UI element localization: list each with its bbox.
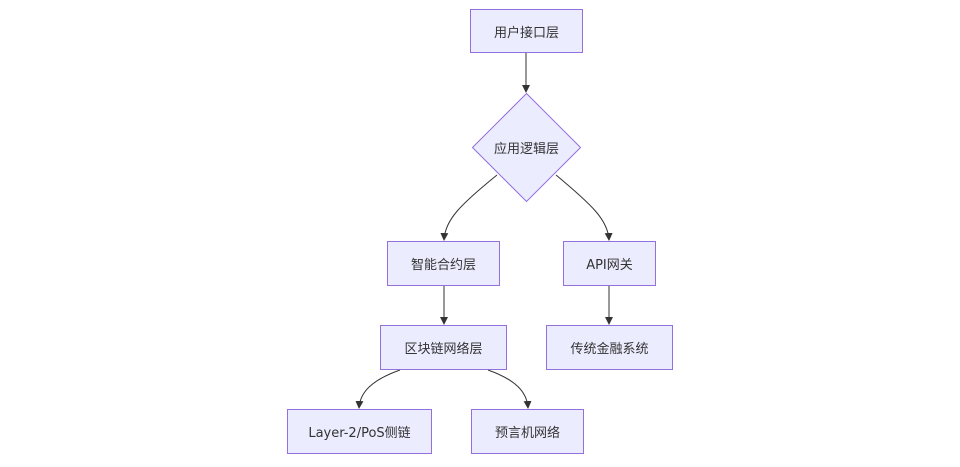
node-smart-contract-layer: 智能合约层 xyxy=(387,241,500,286)
node-oracle-network: 预言机网络 xyxy=(471,409,584,454)
node-label: 传统金融系统 xyxy=(570,342,649,357)
node-label: 预言机网络 xyxy=(494,426,560,441)
node-label: Layer-2/PoS侧链 xyxy=(308,426,411,441)
node-label: 用户接口层 xyxy=(493,25,559,41)
node-user-interface-layer: 用户接口层 xyxy=(470,9,583,53)
node-layer2-pos-sidechain: Layer-2/PoS侧链 xyxy=(287,409,432,454)
node-application-logic-layer: 应用逻辑层 xyxy=(472,93,581,202)
node-blockchain-network-layer: 区块链网络层 xyxy=(380,325,507,370)
edge-blockchain-to-layer2 xyxy=(355,369,401,409)
edge-app-logic-to-smart-contract xyxy=(440,174,498,241)
node-label: 智能合约层 xyxy=(410,258,476,273)
node-traditional-finance-system: 传统金融系统 xyxy=(546,325,673,370)
node-label: 区块链网络层 xyxy=(404,342,483,357)
node-label: API网关 xyxy=(586,258,633,273)
edge-app-logic-to-api-gateway xyxy=(555,174,613,241)
diamond-shape xyxy=(472,93,581,202)
node-api-gateway: API网关 xyxy=(563,241,656,286)
node-label: 应用逻辑层 xyxy=(493,142,559,157)
edge-blockchain-to-oracle xyxy=(487,369,532,409)
